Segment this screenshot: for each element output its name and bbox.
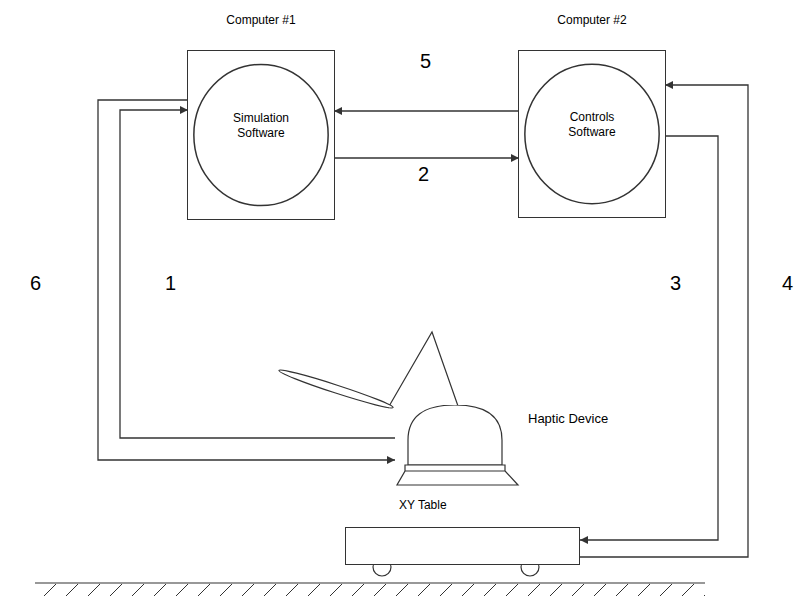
device-name: XY Table <box>399 498 447 513</box>
haptic-arm <box>388 332 458 408</box>
signal-arrow <box>334 110 519 111</box>
callout-number: 2 <box>416 163 431 185</box>
device-name: Computer #2 <box>519 13 665 28</box>
callout-number: 1 <box>163 272 178 294</box>
haptic-device: Haptic Device <box>395 405 520 487</box>
haptic-body <box>395 405 520 487</box>
device-name: Haptic Device <box>528 411 608 427</box>
circle-shape <box>194 64 328 205</box>
software-circle: Controls Software <box>519 51 665 217</box>
callout-number: 6 <box>28 272 43 294</box>
haptic-stylus <box>278 367 395 412</box>
callout-number: 5 <box>418 50 433 72</box>
ground-hatching <box>35 584 705 600</box>
callout-number: 4 <box>780 272 795 294</box>
callout-number: 3 <box>668 272 683 294</box>
circle-shape <box>525 64 659 203</box>
haptic-dome <box>408 405 502 465</box>
software-name: Controls Software <box>551 110 633 140</box>
xy-table: XY Table <box>345 527 580 565</box>
software-circle: Simulation Software <box>188 51 334 219</box>
computer-box: Computer #1Simulation Software <box>187 50 335 220</box>
software-name: Simulation Software <box>220 111 302 141</box>
device-name: Computer #1 <box>188 13 334 28</box>
ground-line <box>35 582 705 583</box>
haptic-base <box>397 465 518 485</box>
computer-box: Computer #2Controls Software <box>518 50 666 218</box>
signal-arrow <box>334 157 519 158</box>
